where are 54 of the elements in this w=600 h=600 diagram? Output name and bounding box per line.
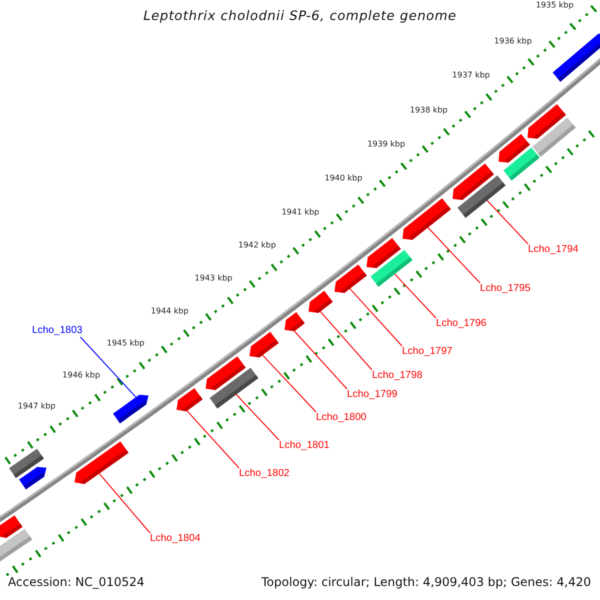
scale-label: 1946 kbp — [62, 370, 100, 380]
leader-line — [294, 330, 348, 390]
scale-label: 1947 kbp — [18, 402, 56, 411]
genome-info-note: Topology: circular; Length: 4,909,403 bp; Genes: 4,420 — [261, 575, 591, 589]
scale-label: 1942 kbp — [238, 240, 276, 250]
leader-line — [262, 354, 316, 412]
scale-label: 1945 kbp — [106, 338, 144, 348]
gene-bar — [9, 448, 44, 478]
gene-label: Lcho_1800 — [316, 411, 366, 424]
leader-line — [186, 410, 240, 468]
gene-feature — [284, 312, 305, 332]
gene-feature — [528, 104, 566, 139]
scale-label: 1936 kbp — [494, 36, 532, 45]
gene-label: Lcho_1801 — [279, 439, 330, 452]
leader-line — [320, 310, 372, 370]
leader-line — [486, 200, 528, 244]
gene-label: Lcho_1804 — [150, 532, 200, 545]
scale-label: 1937 kbp — [452, 70, 490, 80]
gene-feature — [452, 164, 494, 200]
scale-label: 1935 kbp — [536, 0, 574, 10]
gene-feature — [498, 134, 530, 163]
gene-label: Lcho_1797 — [402, 345, 452, 358]
gene-label: Lcho_1795 — [480, 282, 530, 295]
gene-label: Lcho_1799 — [347, 388, 398, 401]
title: Leptothrix cholodnii SP-6, complete genome — [142, 9, 458, 24]
gene-label: Lcho_1796 — [436, 317, 486, 330]
gene-feature — [402, 198, 451, 240]
scale-label: 1938 kbp — [410, 106, 448, 115]
scale-label: 1939 kbp — [367, 140, 406, 149]
gene-feature — [250, 332, 279, 358]
gene-label: Lcho_1802 — [239, 467, 290, 480]
leader-line — [349, 288, 402, 346]
gene-label: Lcho_1798 — [372, 369, 422, 382]
scale-label: 1944 kbp — [150, 306, 189, 316]
leader-line — [80, 336, 136, 398]
gene-feature — [206, 356, 246, 390]
leader-line — [427, 227, 480, 284]
leader-line — [98, 473, 150, 534]
gene-feature — [0, 515, 22, 538]
accession-note: Accession: NC_010524 — [8, 575, 144, 589]
gene-feature — [113, 394, 148, 424]
gene-feature — [308, 290, 333, 313]
scale-label: 1940 kbp — [324, 174, 362, 183]
gene-feature — [176, 388, 203, 412]
gene-feature — [74, 441, 129, 484]
gene-label: Lcho_1803 — [32, 324, 82, 337]
scale-label: 1943 kbp — [194, 274, 232, 283]
gene-feature — [552, 34, 600, 82]
gene-feature — [366, 238, 401, 268]
leader-line — [394, 274, 436, 318]
gene-label: Lcho_1794 — [528, 243, 578, 256]
leader-line — [236, 394, 280, 440]
gene-feature — [334, 264, 367, 293]
scale-label: 1941 kbp — [282, 207, 320, 216]
